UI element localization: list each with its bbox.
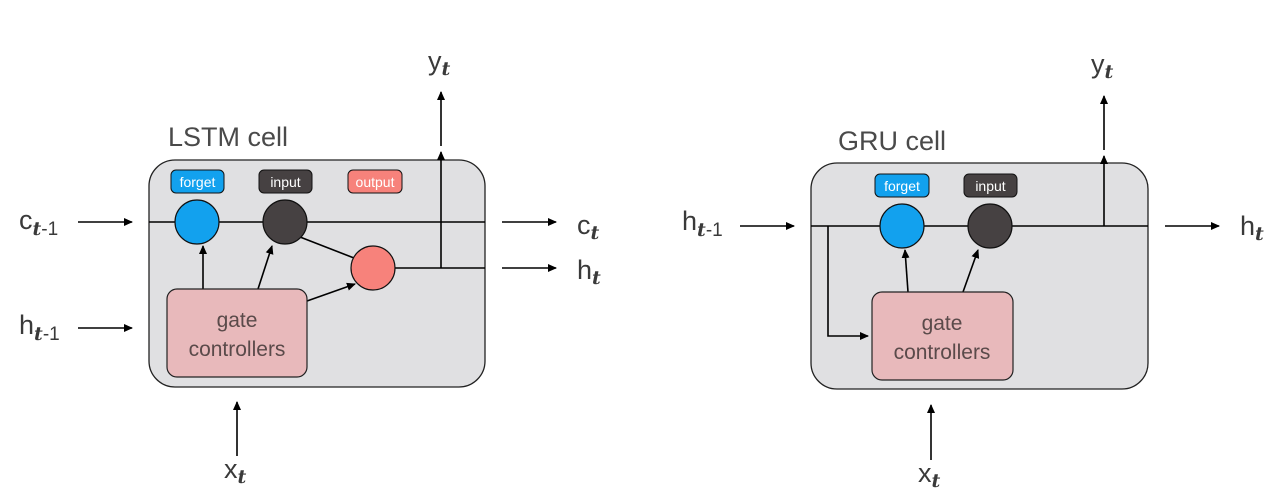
gru-h-out-label: ht: [1240, 211, 1264, 245]
lstm-output-gate: [350, 245, 396, 291]
lstm-controller-line1: gate: [217, 309, 258, 332]
gru-forget-tag: [874, 173, 930, 198]
gru-controller-line1: gate: [922, 312, 963, 335]
lstm-input-gate: [262, 199, 308, 245]
gru-x-label: xt: [918, 458, 941, 492]
gru-h-to-ctrl-line: [827, 226, 869, 340]
lstm-c-out-label: ct: [577, 210, 600, 244]
lstm-forget-gate: [174, 199, 220, 245]
gru-input-tag: [963, 173, 1018, 198]
gru-controller-line2: controllers: [894, 341, 991, 364]
gru-title: GRU cell: [838, 126, 946, 156]
lstm-cell: LSTM cell forget input output gate contr…: [19, 46, 601, 488]
lstm-x-label: xt: [224, 454, 247, 488]
lstm-gate-controllers: [166, 288, 308, 378]
gru-forget-gate: [879, 203, 925, 249]
gru-forget-label: forget: [884, 178, 920, 194]
gru-gate-controllers: [871, 291, 1014, 381]
gru-ctrl-to-input: [962, 249, 980, 293]
lstm-c-prev-label: ct-1: [19, 205, 58, 240]
lstm-ctrl-to-input: [257, 245, 274, 290]
lstm-forget-label: forget: [180, 174, 216, 190]
lstm-output-tag: [347, 169, 403, 194]
gru-h-prev-label: ht-1: [682, 206, 723, 241]
lstm-forget-tag: [170, 169, 225, 194]
lstm-input-to-output-line: [299, 236, 355, 259]
lstm-title: LSTM cell: [168, 122, 288, 152]
lstm-y-label: yt: [428, 46, 451, 80]
lstm-input-label: input: [270, 174, 300, 190]
lstm-input-tag: [258, 169, 313, 194]
lstm-output-label: output: [356, 174, 395, 190]
gru-input-gate: [967, 203, 1013, 249]
lstm-controller-line2: controllers: [189, 338, 286, 361]
lstm-h-out-label: ht: [577, 255, 601, 289]
gru-input-label: input: [975, 178, 1005, 194]
lstm-ctrl-to-output: [306, 282, 356, 302]
gru-cell: GRU cell forget input gate controllers h…: [682, 49, 1264, 492]
gru-ctrl-to-forget: [901, 249, 910, 293]
gru-y-label: yt: [1091, 49, 1114, 83]
lstm-h-prev-label: ht-1: [19, 310, 60, 345]
